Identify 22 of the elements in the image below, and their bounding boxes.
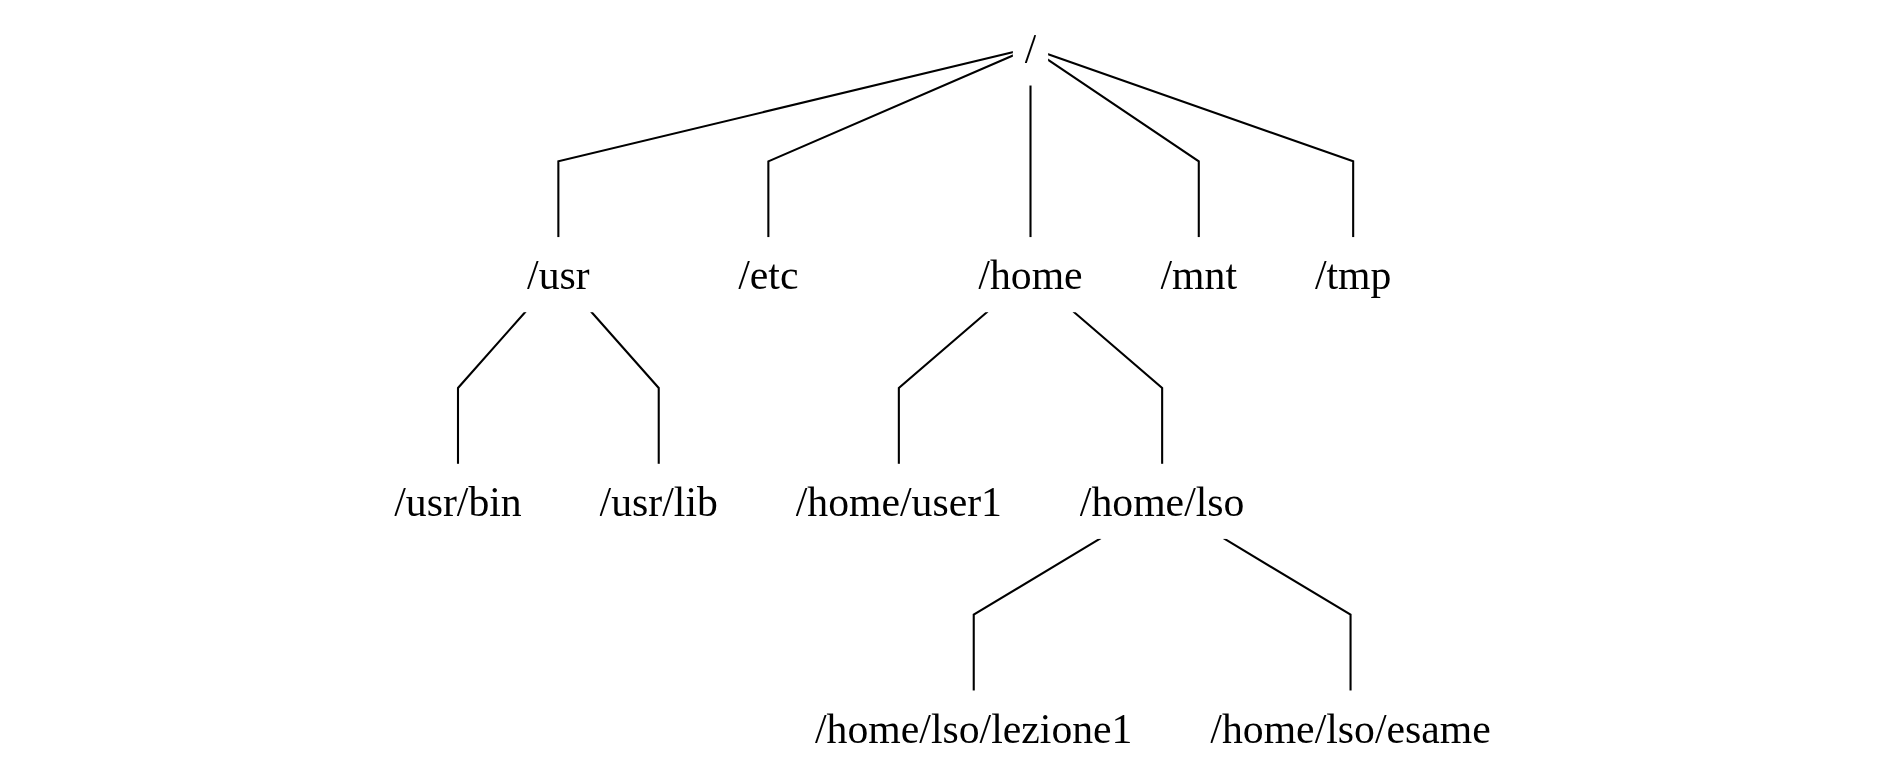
node-text: /usr/bin xyxy=(394,478,522,525)
node-text: /home/lso/lezione1 xyxy=(815,705,1133,751)
connector xyxy=(972,537,1102,692)
node-text: /usr xyxy=(527,251,590,298)
connector xyxy=(1029,84,1032,238)
connector xyxy=(1072,310,1164,465)
connector xyxy=(767,54,1014,238)
connector xyxy=(557,51,1014,238)
node-text: /home/user1 xyxy=(795,478,1002,525)
node-text: /etc xyxy=(738,251,799,298)
connector xyxy=(456,310,527,465)
connector xyxy=(897,310,989,465)
connector xyxy=(590,310,660,465)
node-text: /home xyxy=(978,251,1083,298)
node-text: /home/lso xyxy=(1079,478,1245,525)
node-text: /home/lso/esame xyxy=(1210,705,1491,751)
node-text: /tmp xyxy=(1314,251,1392,298)
node-text: /mnt xyxy=(1160,251,1238,298)
node-text: /usr/lib xyxy=(599,478,718,525)
node-text: / xyxy=(1024,25,1037,71)
connector xyxy=(1222,537,1352,692)
connector xyxy=(1047,52,1355,238)
